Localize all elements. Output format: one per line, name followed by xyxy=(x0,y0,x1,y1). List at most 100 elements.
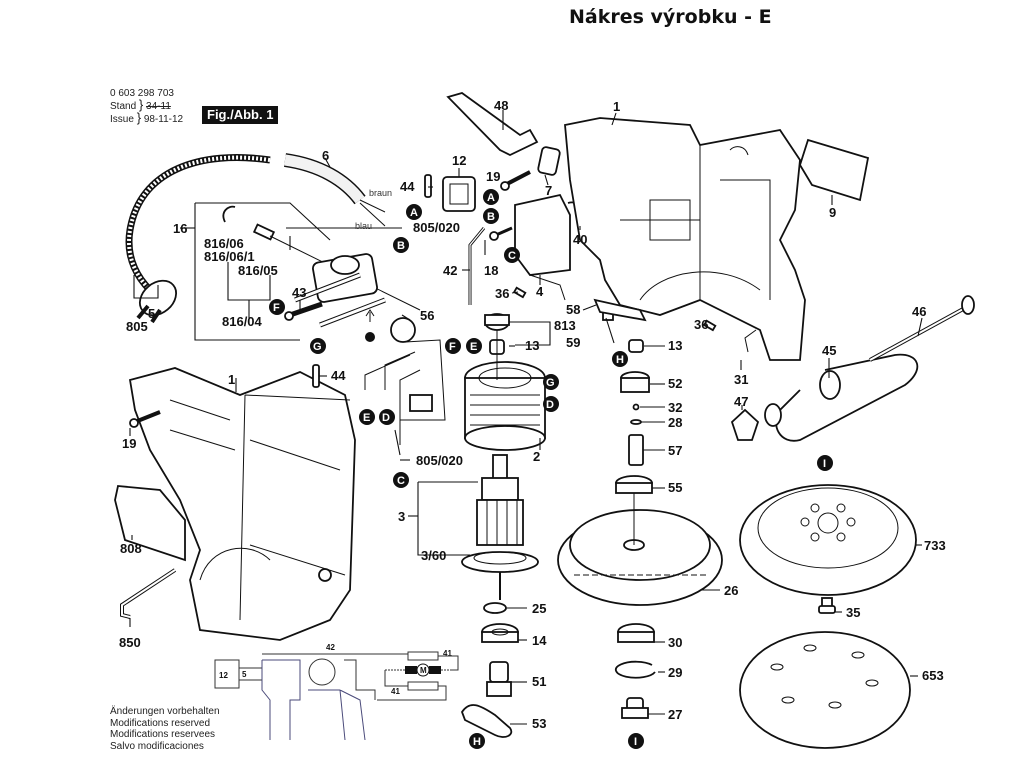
label-36-right: 36 xyxy=(694,317,708,332)
bearing-30 xyxy=(617,623,655,643)
part-labels: 1 1 2 3 3/60 4 5 6 7 9 12 13 13 14 16 18… xyxy=(119,98,946,731)
svg-text:B: B xyxy=(397,240,405,252)
marker-c-top: C xyxy=(504,247,520,263)
switch-lever-48 xyxy=(446,92,539,157)
part-36-right xyxy=(702,319,717,332)
bracket-813 xyxy=(510,321,551,346)
housing-half-left xyxy=(128,367,356,641)
arrow-up-icon xyxy=(365,309,375,322)
label-13-left: 13 xyxy=(525,338,539,353)
sanding-pad-733 xyxy=(739,484,917,596)
label-26: 26 xyxy=(724,583,738,598)
side-handle-45 xyxy=(764,353,919,442)
marker-i-bottom: I xyxy=(628,733,644,749)
svg-text:C: C xyxy=(508,250,516,262)
label-805-020-mid: 805/020 xyxy=(416,453,463,468)
armature-3 xyxy=(461,454,539,600)
svg-text:A: A xyxy=(410,207,418,219)
label-4: 4 xyxy=(536,284,544,299)
gear-52 xyxy=(620,371,650,393)
label-58: 58 xyxy=(566,302,580,317)
svg-text:E: E xyxy=(470,341,477,353)
label-40: 40 xyxy=(573,232,587,247)
label-31: 31 xyxy=(734,372,748,387)
label-816-06: 816/06 xyxy=(204,236,244,251)
svg-text:A: A xyxy=(487,192,495,204)
capacitor-wire-42 xyxy=(468,227,486,305)
dust-filter-808 xyxy=(114,485,186,562)
leader-lines xyxy=(129,110,923,725)
label-6: 6 xyxy=(322,148,329,163)
label-14: 14 xyxy=(532,633,547,648)
label-813: 813 xyxy=(554,318,576,333)
wiring-schematic: 12 5 42 41 M 41 xyxy=(214,643,459,741)
label-59: 59 xyxy=(566,335,580,350)
part-number: 0 603 298 703 xyxy=(110,88,174,99)
label-43: 43 xyxy=(292,285,306,300)
sleeve-13-right xyxy=(628,339,644,353)
document-meta: 0 603 298 703 Stand } 34-11 Issue } 98-1… xyxy=(110,88,184,125)
svg-text:E: E xyxy=(363,412,370,424)
part-44-top xyxy=(424,174,432,198)
label-30: 30 xyxy=(668,635,682,650)
page-title: Nákres výrobku - E xyxy=(569,6,772,28)
label-53: 53 xyxy=(532,716,546,731)
carbon-brush xyxy=(252,223,276,241)
label-44-left: 44 xyxy=(331,368,346,383)
svg-text:B: B xyxy=(487,211,495,223)
marker-g-brush: G xyxy=(310,338,326,354)
svg-text:G: G xyxy=(313,341,322,353)
label-16: 16 xyxy=(173,221,187,236)
label-2: 2 xyxy=(533,449,540,464)
circlip-29 xyxy=(614,660,656,679)
issue-value: 98-11-12 xyxy=(143,114,184,125)
washer-28 xyxy=(630,419,642,425)
marker-a-right: A xyxy=(483,189,499,205)
label-35: 35 xyxy=(846,605,860,620)
label-28: 28 xyxy=(668,415,682,430)
marker-d-winding: D xyxy=(543,396,559,412)
label-27: 27 xyxy=(668,707,682,722)
stand-value: 34-11 xyxy=(146,101,171,112)
label-18: 18 xyxy=(484,263,498,278)
clip-31 xyxy=(744,329,757,353)
figure-badge: Fig./Abb. 1 xyxy=(202,106,279,124)
label-13-right: 13 xyxy=(668,338,682,353)
hex-key-850 xyxy=(120,568,177,619)
leader-5 xyxy=(133,275,159,299)
pinion-51 xyxy=(486,661,512,697)
label-805: 805 xyxy=(126,319,148,334)
label-46: 46 xyxy=(912,304,926,319)
label-653: 653 xyxy=(922,668,944,683)
sanding-disc-653 xyxy=(739,631,911,749)
label-850: 850 xyxy=(119,635,141,650)
motor-label: M xyxy=(420,666,427,675)
svg-text:I: I xyxy=(823,458,826,470)
label-36-left: 36 xyxy=(495,286,509,301)
label-808: 808 xyxy=(120,541,142,556)
label-7: 7 xyxy=(545,183,552,198)
svg-text:C: C xyxy=(397,475,405,487)
label-1-left: 1 xyxy=(228,372,235,387)
label-56: 56 xyxy=(420,308,434,323)
svg-text:G: G xyxy=(546,377,555,389)
marker-a-left: A xyxy=(406,204,422,220)
nut-27 xyxy=(621,697,649,719)
label-32: 32 xyxy=(668,400,682,415)
label-12: 12 xyxy=(452,153,466,168)
schematic-label-5: 5 xyxy=(242,670,247,679)
svg-text:D: D xyxy=(382,412,390,424)
label-braun: braun xyxy=(369,188,392,198)
label-plate-9 xyxy=(799,138,870,202)
bracket-3 xyxy=(417,481,478,556)
svg-text:F: F xyxy=(449,341,456,353)
bolt-46 xyxy=(869,295,975,362)
part-44-left xyxy=(312,364,320,388)
cable-clamp-12 xyxy=(442,176,476,212)
svg-text:I: I xyxy=(634,736,637,748)
ball-32 xyxy=(632,403,640,411)
marker-g-winding: G xyxy=(543,374,559,390)
label-47: 47 xyxy=(734,394,748,409)
schematic-label-42: 42 xyxy=(326,643,335,652)
